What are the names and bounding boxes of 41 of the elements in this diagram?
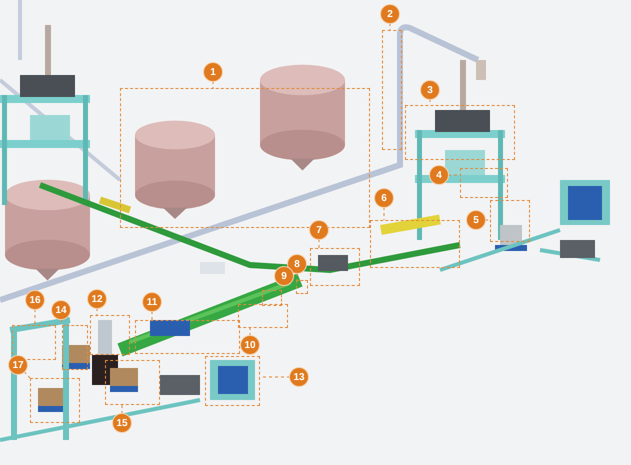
callout-number: 7: [310, 221, 328, 239]
leader-line: [24, 371, 30, 378]
callout-number: 1: [204, 63, 222, 81]
equipment-outline: [405, 105, 515, 160]
callout-number: 4: [430, 166, 448, 184]
callout-number: 12: [88, 290, 106, 308]
leader-line: [296, 272, 298, 280]
equipment-outline: [12, 325, 56, 360]
equipment-outline: [296, 280, 308, 294]
callout-number: 11: [143, 293, 161, 311]
equipment-outline: [490, 200, 530, 242]
callout-number: 3: [421, 81, 439, 99]
callout-number: 2: [381, 5, 399, 23]
equipment-outline: [90, 315, 130, 355]
equipment-outline: [382, 30, 402, 150]
equipment-outline: [62, 325, 88, 370]
equipment-outline: [205, 356, 260, 406]
callout-number: 9: [275, 267, 293, 285]
equipment-outline: [370, 220, 460, 268]
leader-line: [282, 284, 284, 290]
callout-number: 10: [241, 336, 259, 354]
callout-number: 8: [288, 255, 306, 273]
callout-number: 17: [9, 356, 27, 374]
leader-line: [96, 308, 98, 316]
equipment-outline: [310, 248, 360, 286]
leader-line: [212, 80, 214, 88]
callout-number: 15: [113, 414, 131, 432]
leader-line: [318, 238, 320, 248]
equipment-outline: [105, 360, 160, 405]
equipment-outline: [238, 304, 288, 328]
callout-number: 14: [52, 301, 70, 319]
callout-number: 6: [375, 189, 393, 207]
equipment-outline: [460, 168, 508, 198]
callout-number: 5: [467, 211, 485, 229]
leader-line: [34, 308, 36, 326]
equipment-outline: [30, 378, 80, 423]
equipment-outline: [120, 88, 370, 228]
equipment-outline: [135, 320, 240, 354]
callout-number: 16: [26, 291, 44, 309]
callout-number: 13: [290, 368, 308, 386]
equipment-outline: [262, 290, 282, 306]
